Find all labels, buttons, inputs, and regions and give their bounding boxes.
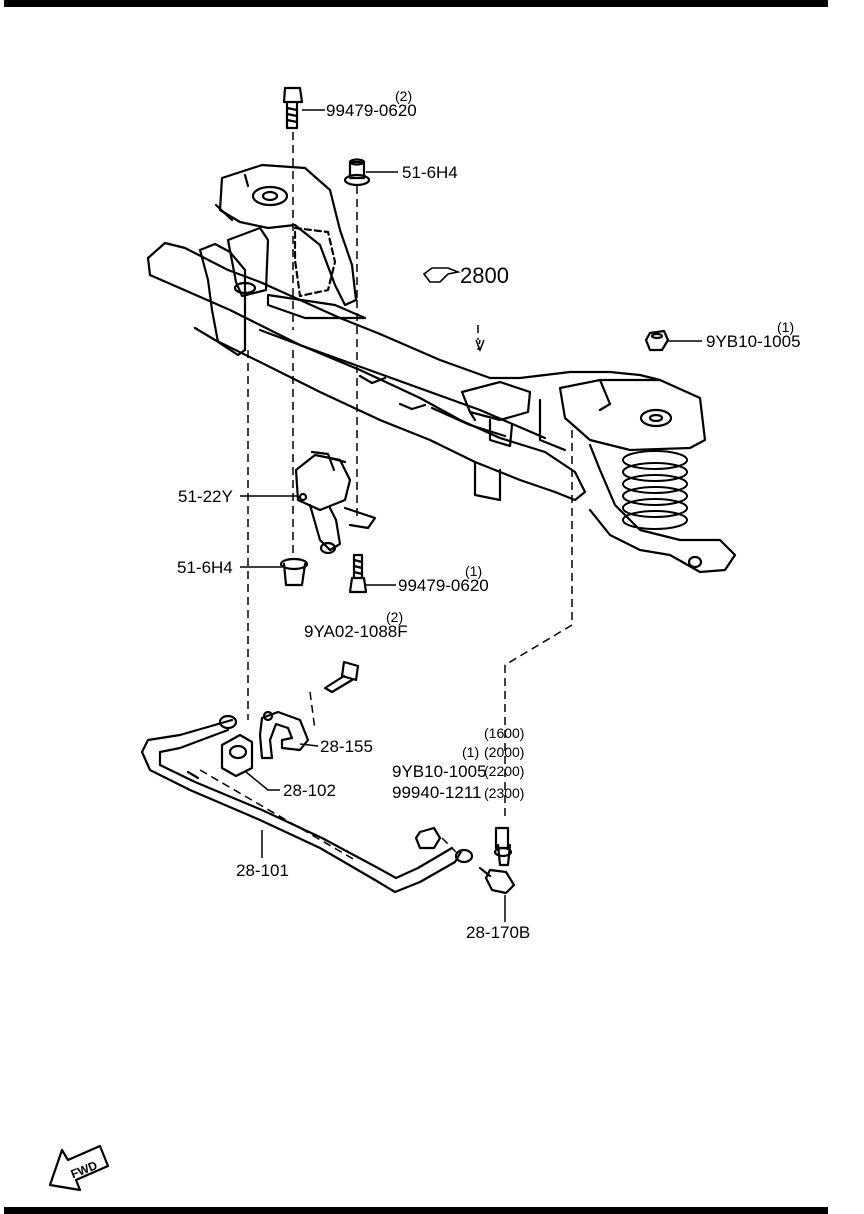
stabilizer-bar-icon [140,714,474,894]
clamp-label: 28-155 [320,737,373,756]
bolt-lower-label: 99479-0620 [398,576,489,595]
nut-link-label: 9YB10-1005 [392,762,487,781]
nut-alt-label: 99940-1211 [392,783,482,802]
bolt-top-qty: (2) [395,88,412,104]
link-label: 28-170B [466,923,530,942]
coil-spring [622,450,688,530]
code-2200: (2200) [484,763,524,779]
bolt-clamp-icon [323,660,360,694]
bolt-lower-icon [348,553,368,594]
top-border [4,0,828,7]
nut-right-label: 9YB10-1005 [706,332,801,351]
nut-link-qty: (1) [462,744,479,760]
leader-lines [240,109,702,922]
code-2000: (2000) [484,744,524,760]
stab-bushing-icon [220,733,254,778]
nut-right-qty: (1) [777,319,794,335]
bushing-lower-icon [279,557,309,587]
nut-right-icon [644,329,670,352]
bolt-clamp-qty: (2) [386,609,403,625]
bushing-top-label: 51-6H4 [402,163,458,182]
bolt-lower-qty: (1) [465,563,482,579]
stabilizer-link-icon [478,826,516,895]
assembly-ref-label: 2800 [460,263,509,288]
sensor-label: 51-22Y [178,487,233,506]
fwd-label: FWD [69,1158,100,1181]
code-1600: (1600) [484,725,524,741]
nut-link-icon [414,826,442,850]
stab-bushing-label: 28-102 [283,781,336,800]
crossmember [146,163,737,574]
fwd-arrow-icon [48,1144,110,1192]
bolt-top-icon [282,86,304,130]
code-2300: (2300) [484,785,524,801]
bottom-border [4,1207,828,1214]
clamp-bracket-icon [258,710,310,760]
bushing-top-icon [343,158,371,187]
bolt-clamp-label: 9YA02-1088F [304,622,408,641]
stabilizer-label: 28-101 [236,861,289,880]
height-sensor-icon [294,450,377,555]
bolt-top-label: 99479-0620 [326,101,417,120]
dashed-guides [199,132,573,861]
reference-hand-icon [422,267,461,283]
bushing-lower-label: 51-6H4 [177,558,233,577]
